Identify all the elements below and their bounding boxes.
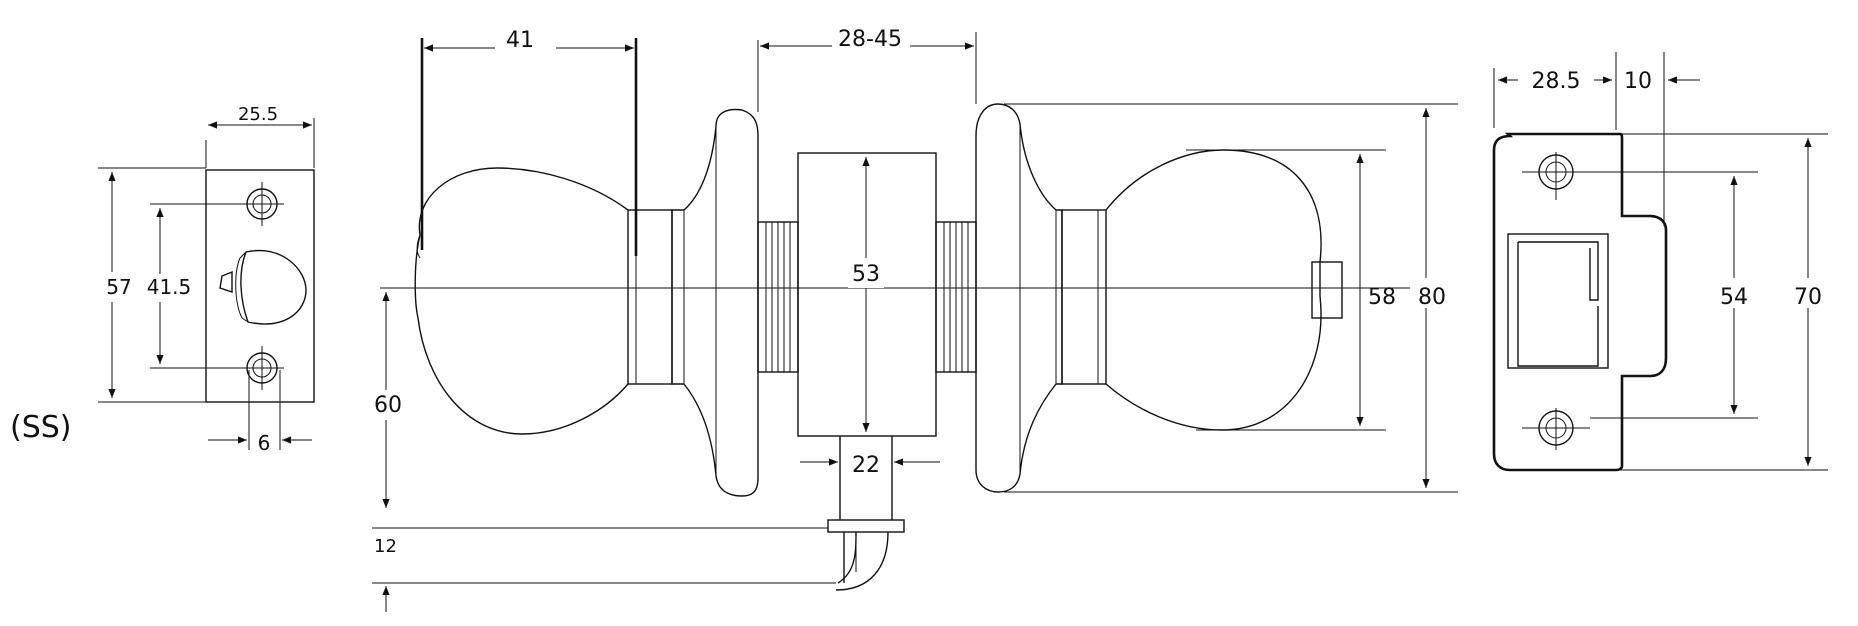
latch-height-dimension: 57 [98,167,206,403]
strike-hole-spacing-dimension: 54 [1590,171,1758,419]
rose-diameter-label: 80 [1418,285,1446,310]
chassis-diameter-dimension: 53 [848,157,884,432]
spindle-height-dimension: 60 [370,292,404,508]
strike-width-dimension: 28.5 [1493,52,1617,130]
rose-diameter-dimension: 80 [1004,103,1458,493]
door-thickness-dimension: 28-45 [757,27,977,112]
latch-hole-spacing-label: 41.5 [147,275,192,299]
strike-opening [1507,233,1609,369]
finish-code-label: (SS) [10,410,72,445]
left-knob-neck [627,209,673,385]
tailpiece-offset-dimension: 12 [372,527,836,612]
strike-height-dimension: 70 [1618,133,1828,471]
latch-hole-spacing-dimension: 41.5 [144,203,246,369]
latch-faceplate [205,169,315,403]
strike-lip-dimension: 10 [1624,52,1700,226]
left-threaded-sleeve [757,221,799,373]
latch-bottom-screw-hole [240,346,284,390]
tailpiece-width-dimension: 22 [800,453,940,478]
right-knob-neck [1061,209,1107,385]
latch-bolt-offset-dimension: 6 [208,370,312,455]
right-knob [975,103,1343,493]
knob-length-dimension: 41 [420,28,638,256]
thumb-turn-button [1311,261,1343,319]
left-knob-ball [414,167,629,435]
right-threaded-sleeve [935,221,977,373]
knob-length-label: 41 [506,28,534,53]
left-knob [414,108,759,497]
tailpiece-width-label: 22 [852,453,880,478]
latch-bolt-offset-label: 6 [258,431,271,455]
tailpiece-offset-label: 12 [374,536,397,557]
door-thickness-label: 28-45 [838,27,902,52]
latch-top-screw-hole [240,182,284,226]
latch-height-label: 57 [106,275,131,299]
tailpiece [827,436,905,591]
latch-width-dimension: 25.5 [205,104,315,168]
strike-width-label: 28.5 [1532,69,1581,94]
strike-lip-label: 10 [1624,69,1652,94]
strike-plate [1492,132,1668,472]
strike-hole-spacing-label: 54 [1720,285,1748,310]
left-rose [671,108,759,497]
latch-width-label: 25.5 [238,104,278,125]
knob-diameter-label: 58 [1368,285,1396,310]
strike-top-screw-hole [1522,152,1590,200]
strike-height-label: 70 [1794,285,1822,310]
spindle-height-label: 60 [374,393,402,418]
strike-plate-outline [1492,132,1668,472]
latch-bolt [219,249,307,325]
knob-diameter-dimension: 58 [1186,149,1396,431]
right-rose [975,103,1063,493]
latch-plate-outline [205,169,315,403]
lock-chassis [797,152,937,437]
right-knob-ball [1105,149,1322,431]
strike-bottom-screw-hole [1522,408,1590,450]
chassis-diameter-label: 53 [852,262,880,287]
